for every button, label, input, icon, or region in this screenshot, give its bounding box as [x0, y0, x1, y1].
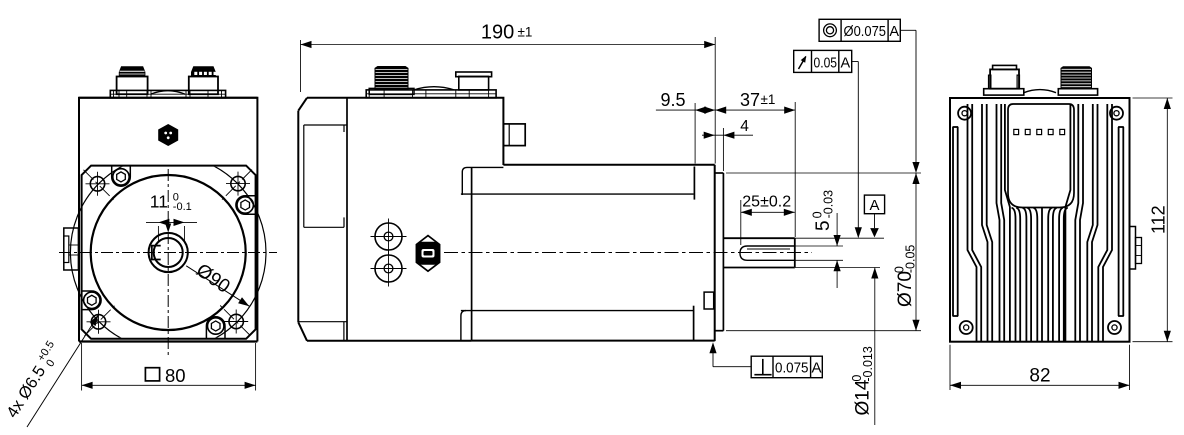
svg-text:80: 80: [165, 365, 186, 386]
svg-text:Ø70: Ø70: [895, 271, 916, 307]
svg-text:-0.1: -0.1: [173, 201, 192, 213]
svg-text:9.5: 9.5: [660, 90, 685, 110]
svg-text:-0.05: -0.05: [904, 245, 918, 274]
svg-text:Ø14: Ø14: [853, 379, 874, 415]
svg-text:±1: ±1: [761, 92, 776, 107]
svg-text:0: 0: [44, 358, 57, 370]
svg-text:A: A: [840, 55, 850, 71]
svg-text:A: A: [869, 197, 879, 214]
svg-text:A: A: [889, 24, 899, 40]
svg-text:112: 112: [1149, 205, 1169, 234]
svg-text:0: 0: [173, 192, 179, 204]
svg-text:37: 37: [740, 90, 760, 110]
svg-text:Ø0.075: Ø0.075: [844, 24, 887, 40]
svg-text:0: 0: [850, 375, 864, 382]
svg-text:±1: ±1: [518, 25, 533, 40]
svg-text:190: 190: [481, 22, 514, 44]
svg-text:82: 82: [1029, 366, 1050, 387]
svg-text:11: 11: [150, 192, 168, 212]
svg-text:25±0.2: 25±0.2: [742, 194, 791, 211]
svg-text:A: A: [811, 360, 821, 377]
svg-text:-0.03: -0.03: [822, 190, 836, 219]
svg-text:0.05: 0.05: [814, 55, 838, 71]
svg-text:0: 0: [893, 266, 907, 273]
svg-text:-0.013: -0.013: [861, 346, 875, 381]
svg-text:5: 5: [813, 220, 834, 231]
svg-text:4: 4: [740, 118, 749, 135]
svg-text:0.075: 0.075: [775, 361, 809, 377]
svg-text:0: 0: [811, 211, 825, 218]
